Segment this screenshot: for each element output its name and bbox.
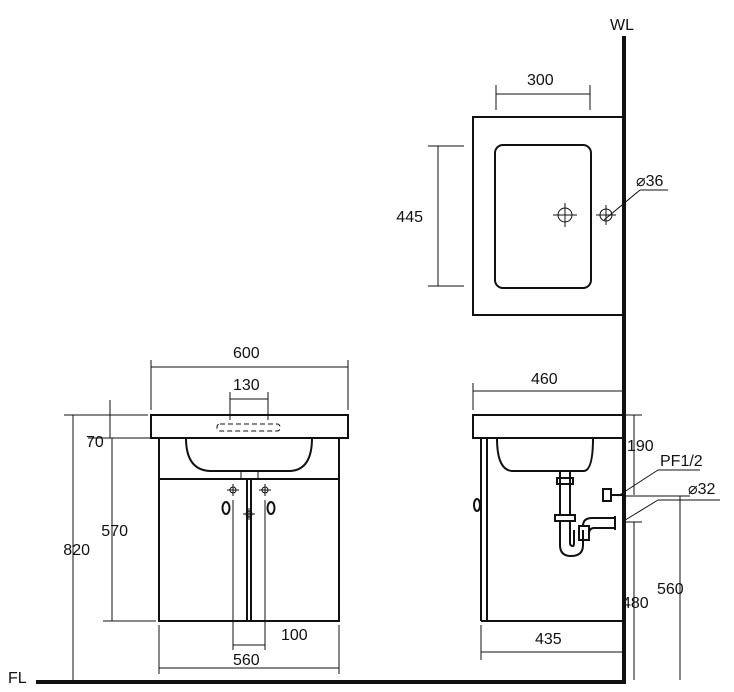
dim-cabinet-height: 570: [101, 523, 128, 540]
top-view-bowl: [494, 144, 592, 289]
dim-drain-dia: ⌀32: [688, 481, 716, 498]
floor-line-label: FL: [8, 670, 27, 687]
side-view: [472, 383, 720, 680]
dim-cabinet-depth: 435: [535, 631, 562, 648]
supply-thread-label: PF1/2: [660, 453, 703, 470]
basin-top: [150, 414, 349, 439]
dim-hole-spacing: 130: [233, 377, 260, 394]
cabinet-body: [158, 437, 340, 622]
side-bowl: [496, 437, 594, 472]
dim-supply-height: 560: [657, 581, 684, 598]
dim-waste-dia: ⌀36: [636, 173, 664, 190]
front-view: [64, 360, 349, 680]
fixing-points-icon: [227, 484, 271, 520]
side-door-handle: [473, 498, 481, 512]
dim-basin-thickness: 70: [86, 434, 104, 451]
dim-top-width: 300: [527, 72, 554, 89]
p-trap: [554, 471, 616, 558]
right-door-handle: [266, 501, 276, 515]
front-bowl: [185, 437, 313, 472]
dim-total-height: 820: [63, 542, 90, 559]
top-view: [428, 85, 668, 316]
top-view-outline: [472, 116, 624, 316]
dim-front-width: 600: [233, 345, 260, 362]
dim-door-offset: 100: [281, 627, 308, 644]
supply-valve-icon: [602, 488, 623, 502]
dim-drain-height: 480: [622, 595, 649, 612]
left-door-handle: [221, 501, 231, 515]
dim-cabinet-width: 560: [233, 652, 260, 669]
dim-top-depth: 445: [396, 209, 423, 226]
wall-line-label: WL: [610, 17, 634, 34]
dim-side-depth: 460: [531, 371, 558, 388]
dim-trap-depth: 190: [627, 438, 654, 455]
side-basin-top: [472, 414, 624, 439]
